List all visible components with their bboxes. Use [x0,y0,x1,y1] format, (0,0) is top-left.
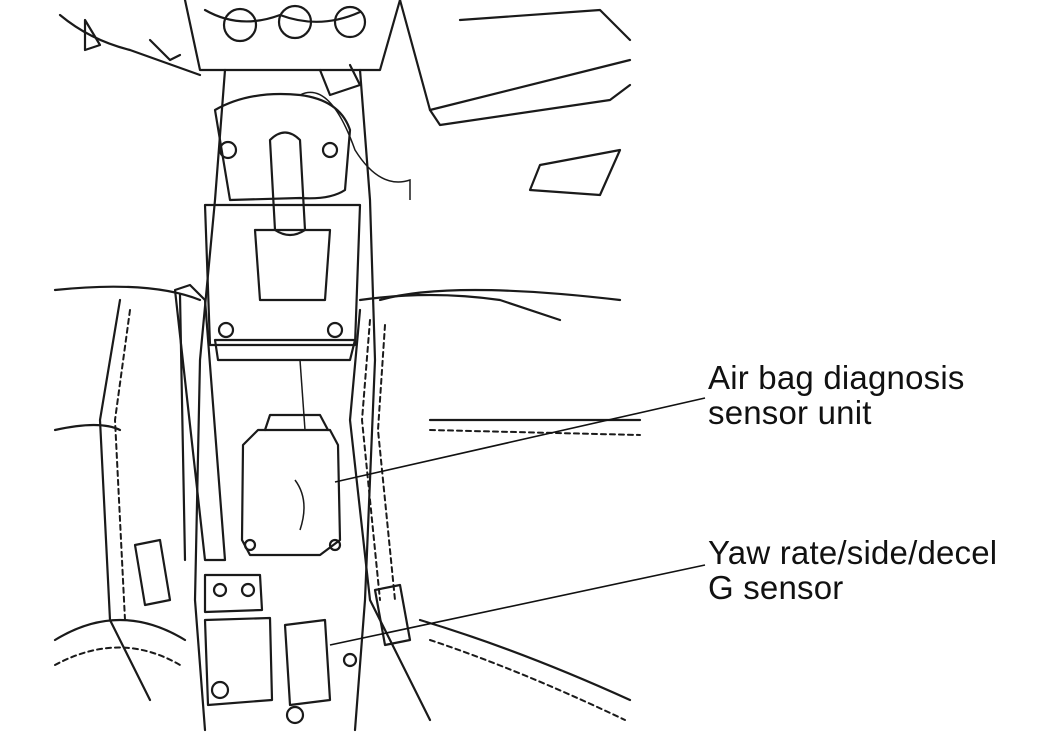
parking-brake-lever [173,283,227,562]
yaw-sensor-label-line1: Yaw rate/side/decel [708,534,998,571]
airbag-sensor-unit-drawing [240,359,342,557]
airbag-sensor-label: Air bag diagnosis sensor unit [708,360,965,430]
airbag-sensor-label-line2: sensor unit [708,394,872,431]
yaw-sensor-label-line2: G sensor [708,569,844,606]
yaw-sensor-label: Yaw rate/side/decel G sensor [708,535,997,605]
yaw-sensor-drawing [203,573,358,725]
yaw-leader-line [329,564,706,646]
airbag-leader-line [334,397,706,483]
dashboard-outline [58,0,632,197]
center-console [193,68,411,732]
airbag-sensor-label-line1: Air bag diagnosis [708,359,965,396]
seat-left [53,285,202,702]
seat-right [348,288,642,722]
